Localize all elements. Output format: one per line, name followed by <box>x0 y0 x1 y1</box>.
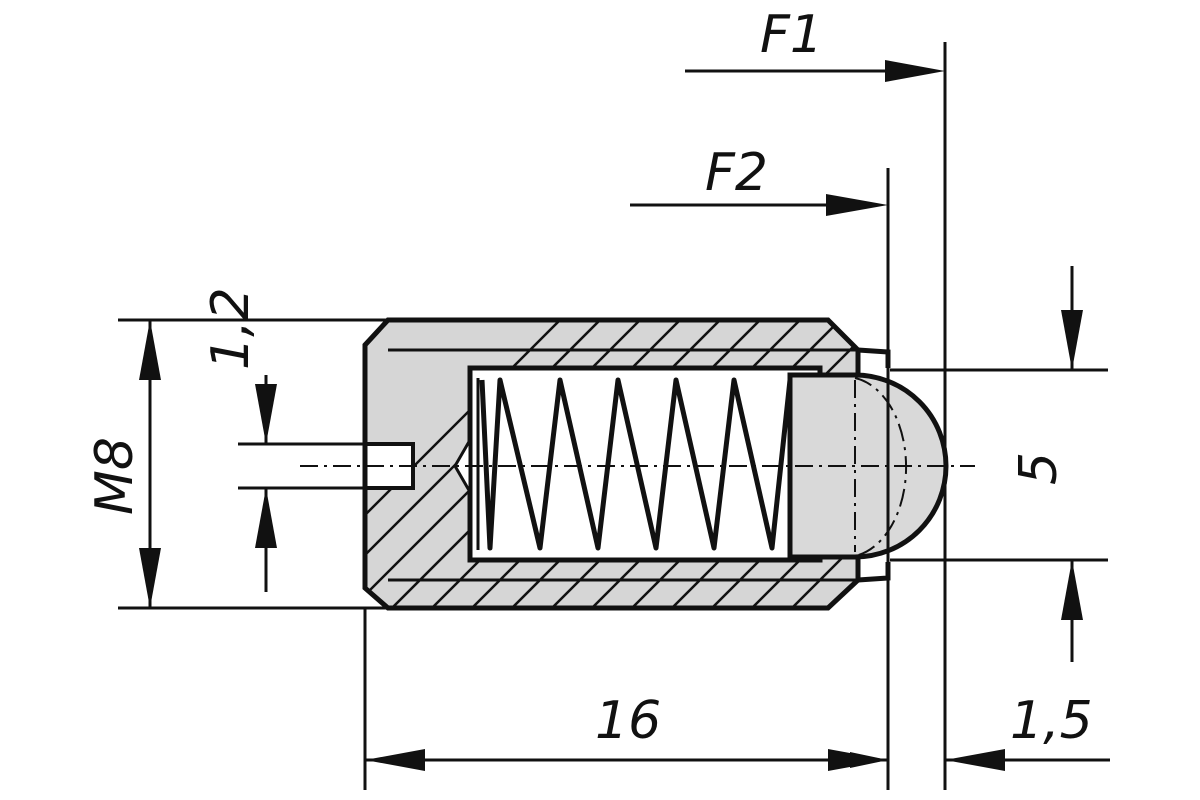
length-label: 16 <box>595 691 661 751</box>
force-f2-indicator: F2 <box>630 143 888 216</box>
ball-diameter-label: 5 <box>1009 452 1069 485</box>
ball-protrusion-dimension: 1,5 <box>850 691 1110 771</box>
compression-spring <box>479 377 793 551</box>
extension-lines <box>118 42 1108 790</box>
force-f1-indicator: F1 <box>685 5 945 82</box>
housing-section <box>362 317 861 611</box>
thread-dimension: M8 <box>85 320 161 608</box>
length-dimension: 16 <box>365 691 888 771</box>
f1-label: F1 <box>760 5 823 65</box>
retaining-lip-top <box>857 347 891 368</box>
ball-diameter-dimension: 5 <box>1009 266 1083 662</box>
retaining-lip-bottom <box>857 562 891 583</box>
thread-label: M8 <box>85 437 145 515</box>
slot-width-dimension: 1,2 <box>201 287 277 592</box>
f2-label: F2 <box>705 143 768 203</box>
ball-protrusion-label: 1,5 <box>1010 691 1093 751</box>
slot-width-label: 1,2 <box>201 287 261 370</box>
